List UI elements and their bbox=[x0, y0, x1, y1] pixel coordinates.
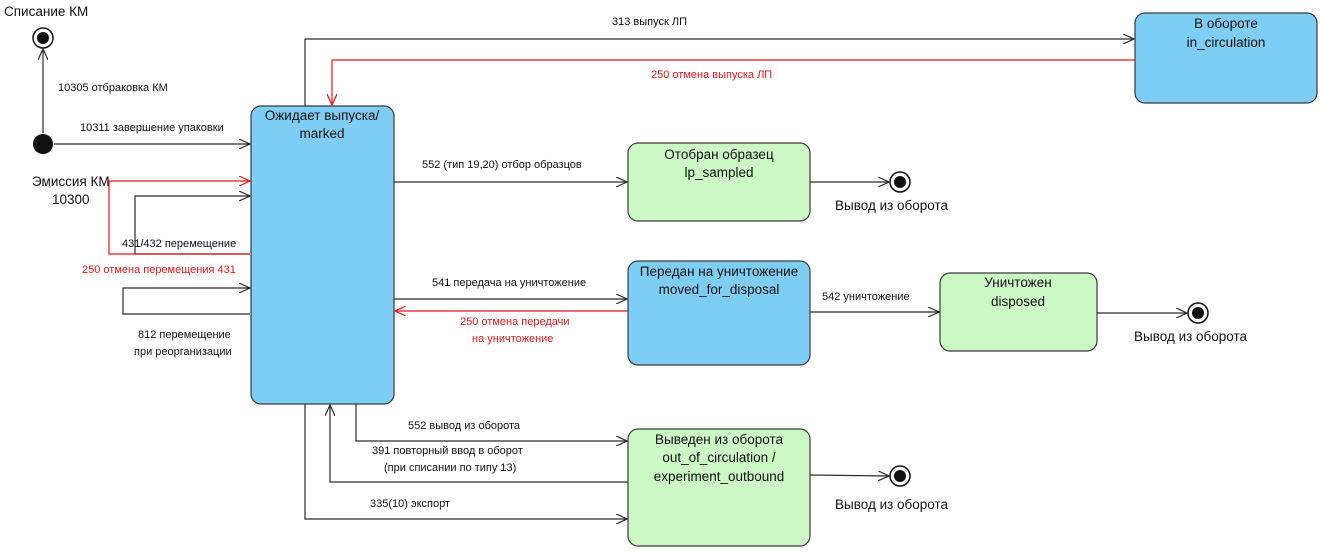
state-in-circulation-title: В обороте bbox=[1194, 16, 1258, 31]
write-off-label: Списание КМ bbox=[4, 4, 88, 19]
emission-code: 10300 bbox=[52, 192, 90, 207]
initial-state-emission bbox=[33, 134, 53, 154]
transition-552-out-label: 552 вывод из оборота bbox=[408, 420, 521, 432]
state-disposed: Уничтожен disposed bbox=[939, 272, 1098, 352]
transition-10305-label: 10305 отбраковка КМ bbox=[58, 82, 168, 94]
final-state-disposed bbox=[1187, 302, 1209, 324]
final-state-sampled bbox=[889, 171, 911, 193]
transition-250-disposal-label-1: 250 отмена передачи bbox=[460, 316, 570, 328]
state-out-of-circulation: Выведен из оборота out_of_circulation / … bbox=[627, 428, 811, 547]
state-marked-code: marked bbox=[299, 126, 344, 141]
transition-335 bbox=[304, 404, 627, 519]
transition-391 bbox=[330, 405, 628, 483]
state-out-code-1: out_of_circulation / bbox=[662, 450, 776, 465]
transition-10311-label: 10311 завершение упаковки bbox=[80, 122, 224, 134]
transition-391-label-1: 391 повторный ввод в оборот bbox=[372, 445, 523, 457]
state-out-code-2: experiment_outbound bbox=[654, 469, 785, 484]
state-moved-for-disposal-title: Передан на уничтожение bbox=[640, 264, 798, 279]
transition-out-exit bbox=[809, 475, 889, 476]
transition-250-disposal-label-2: на уничтожение bbox=[472, 333, 553, 345]
transition-552-sample-label: 552 (тип 19,20) отбор образцов bbox=[422, 159, 582, 171]
final-state-write-off bbox=[32, 27, 54, 49]
transition-812 bbox=[122, 288, 250, 315]
state-marked-title: Ожидает выпуска/ bbox=[265, 108, 380, 123]
transition-250-move-label: 250 отмена перемещения 431 bbox=[82, 264, 236, 276]
exit-label-sampled: Вывод из оборота bbox=[835, 198, 949, 213]
transition-313 bbox=[304, 39, 1134, 106]
transition-313-label: 313 выпуск ЛП bbox=[612, 16, 687, 28]
state-lp-sampled-code: lp_sampled bbox=[684, 165, 753, 180]
transition-812-label-1: 812 перемещение bbox=[138, 329, 231, 341]
state-disposed-title: Уничтожен bbox=[984, 275, 1051, 290]
state-out-title: Выведен из оборота bbox=[655, 432, 784, 447]
final-state-out bbox=[889, 465, 911, 487]
state-lp-sampled-title: Отобран образец bbox=[664, 147, 774, 162]
state-in-circulation: В обороте in_circulation bbox=[1134, 12, 1318, 104]
transition-542-label: 542 уничтожение bbox=[822, 291, 910, 303]
transition-250-move bbox=[108, 181, 250, 255]
transition-250-release bbox=[332, 59, 1135, 105]
transition-552-out bbox=[355, 404, 627, 441]
transition-391-label-2: (при списании по типу 13) bbox=[384, 462, 516, 474]
transition-431-432-label: 431/432 перемещение bbox=[122, 238, 236, 250]
transition-541-label: 541 передача на уничтожение bbox=[432, 277, 586, 289]
transition-250-release-label: 250 отмена выпуска ЛП bbox=[651, 69, 772, 81]
transition-335-label: 335(10) экспорт bbox=[370, 498, 450, 510]
state-disposed-code: disposed bbox=[991, 294, 1045, 309]
transition-812-label-2: при реорганизации bbox=[134, 346, 232, 358]
exit-label-disposed: Вывод из оборота bbox=[1134, 329, 1248, 344]
emission-label: Эмиссия КМ bbox=[32, 174, 110, 189]
exit-label-out: Вывод из оборота bbox=[835, 497, 949, 512]
state-marked: Ожидает выпуска/ marked bbox=[250, 105, 395, 405]
state-in-circulation-code: in_circulation bbox=[1187, 35, 1266, 50]
state-moved-for-disposal-code: moved_for_disposal bbox=[659, 282, 780, 297]
state-lp-sampled: Отобран образец lp_sampled bbox=[627, 142, 811, 222]
state-moved-for-disposal: Передан на уничтожение moved_for_disposa… bbox=[627, 260, 811, 366]
